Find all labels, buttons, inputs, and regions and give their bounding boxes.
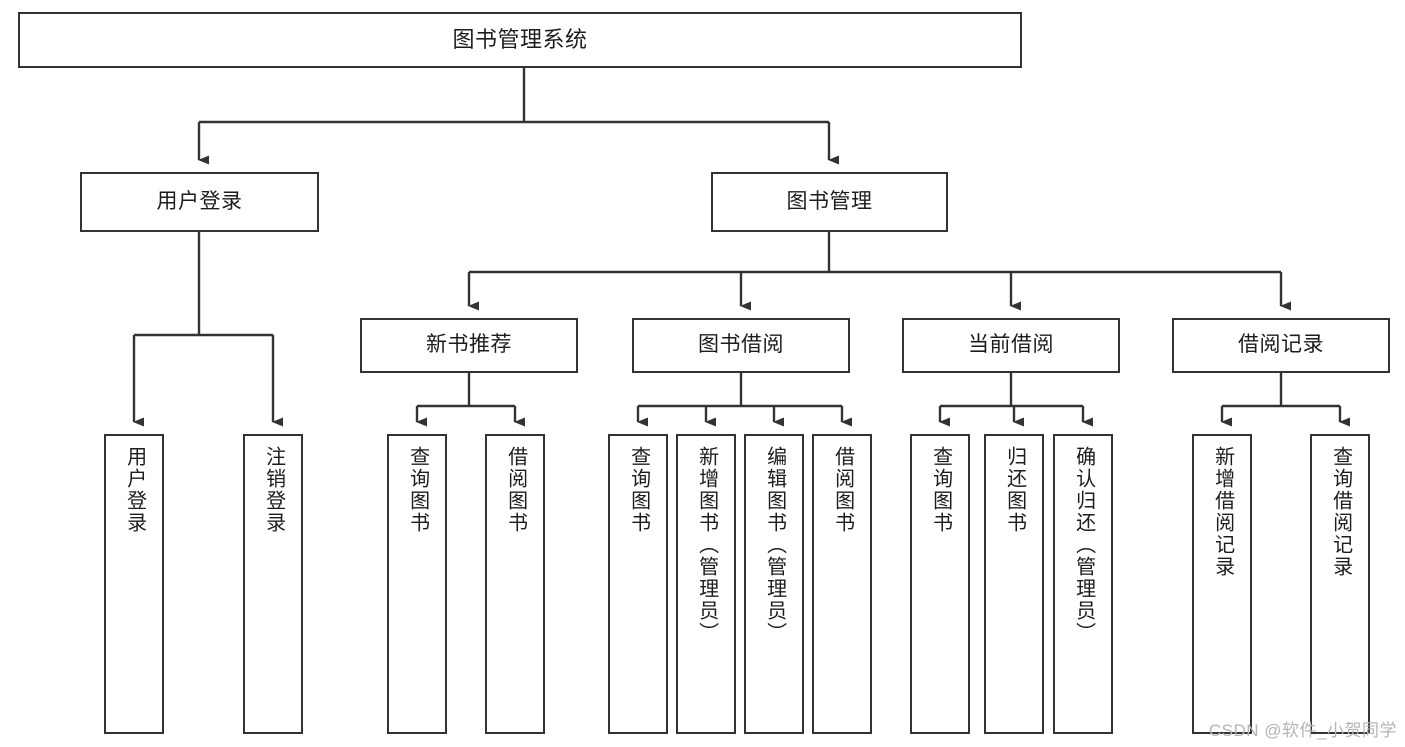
node-book-borrow-label: 图书借阅 (698, 333, 784, 357)
node-user-login[interactable]: 用户登录 (80, 172, 319, 232)
node-book-manage[interactable]: 图书管理 (711, 172, 948, 232)
node-leaf-borrow-book-1[interactable]: 借阅图书 (485, 434, 545, 734)
node-book-borrow[interactable]: 图书借阅 (632, 318, 850, 373)
node-leaf-borrow-book-2-label: 借阅图书 (831, 446, 854, 534)
node-leaf-user-login[interactable]: 用户登录 (104, 434, 164, 734)
node-leaf-return-book[interactable]: 归还图书 (984, 434, 1044, 734)
csdn-watermark: CSDN @软件_小贺同学 (1208, 721, 1397, 740)
node-leaf-query-book-3[interactable]: 查询图书 (910, 434, 970, 734)
node-root-label: 图书管理系统 (452, 27, 588, 53)
node-leaf-edit-book-admin[interactable]: 编辑图书（管理员） (744, 434, 804, 734)
node-current-borrow[interactable]: 当前借阅 (902, 318, 1120, 373)
node-leaf-query-book-2[interactable]: 查询图书 (608, 434, 668, 734)
node-leaf-query-record[interactable]: 查询借阅记录 (1310, 434, 1370, 734)
node-leaf-query-book-1[interactable]: 查询图书 (387, 434, 447, 734)
node-leaf-borrow-book-2[interactable]: 借阅图书 (812, 434, 872, 734)
node-leaf-confirm-return[interactable]: 确认归还（管理员） (1053, 434, 1113, 734)
node-leaf-query-book-3-label: 查询图书 (929, 446, 952, 534)
node-new-book-recommend[interactable]: 新书推荐 (360, 318, 578, 373)
node-leaf-query-record-label: 查询借阅记录 (1329, 446, 1352, 578)
node-leaf-add-book-admin[interactable]: 新增图书（管理员） (676, 434, 736, 734)
node-root[interactable]: 图书管理系统 (18, 12, 1022, 68)
node-new-book-recommend-label: 新书推荐 (426, 333, 512, 357)
node-borrow-record-label: 借阅记录 (1238, 333, 1324, 357)
node-leaf-query-book-2-label: 查询图书 (627, 446, 650, 534)
node-leaf-logout[interactable]: 注销登录 (243, 434, 303, 734)
node-leaf-add-record[interactable]: 新增借阅记录 (1192, 434, 1252, 734)
node-leaf-edit-book-admin-label: 编辑图书（管理员） (763, 446, 786, 644)
node-current-borrow-label: 当前借阅 (968, 333, 1054, 357)
node-leaf-logout-label: 注销登录 (262, 446, 285, 534)
node-user-login-label: 用户登录 (156, 189, 243, 213)
node-leaf-add-record-label: 新增借阅记录 (1211, 446, 1234, 578)
node-leaf-return-book-label: 归还图书 (1003, 446, 1026, 534)
node-book-manage-label: 图书管理 (786, 189, 873, 213)
node-leaf-confirm-return-label: 确认归还（管理员） (1072, 446, 1095, 644)
node-leaf-borrow-book-1-label: 借阅图书 (504, 446, 527, 534)
node-leaf-user-login-label: 用户登录 (123, 446, 146, 534)
node-leaf-add-book-admin-label: 新增图书（管理员） (695, 446, 718, 644)
node-borrow-record[interactable]: 借阅记录 (1172, 318, 1390, 373)
node-leaf-query-book-1-label: 查询图书 (406, 446, 429, 534)
